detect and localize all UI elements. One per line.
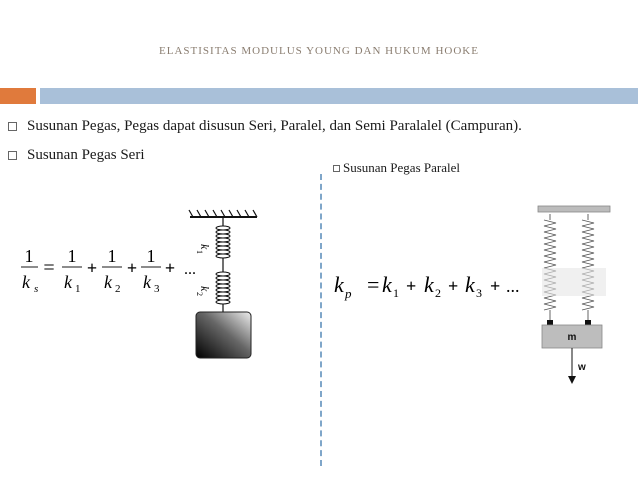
k1-symbol: k <box>382 272 393 297</box>
ceiling-plate <box>537 205 611 213</box>
k2-subscript: 2 <box>435 286 441 300</box>
lhs-subscript: s <box>34 283 38 295</box>
term2-denominator: k <box>104 272 113 292</box>
right-spring-coil <box>581 214 595 320</box>
spring-2-subscript: 2 <box>195 292 204 296</box>
term3-denominator: k <box>143 272 152 292</box>
plus-sign: + <box>127 258 137 278</box>
weight-label: w <box>577 362 586 373</box>
mass-label: m <box>568 332 577 343</box>
equals-sign: = <box>43 257 54 279</box>
k2-symbol: k <box>424 272 435 297</box>
series-formula: 1 k s = 1 k 1 + 1 k 2 + 1 k 3 + ... <box>21 246 196 295</box>
term1-numerator: 1 <box>68 246 77 266</box>
k3-subscript: 3 <box>476 286 482 300</box>
slide-title: ELASTISITAS MODULUS YOUNG DAN HUKUM HOOK… <box>159 45 479 57</box>
spring-1-coil <box>215 225 231 259</box>
term3-numerator: 1 <box>147 246 156 266</box>
equals-sign: = <box>367 272 379 297</box>
parallel-formula: k p = k 1 + k 2 + k 3 + ... <box>334 272 520 301</box>
k3-symbol: k <box>465 272 476 297</box>
parallel-spring-figure: m w <box>537 205 611 384</box>
lhs-numerator: 1 <box>25 246 34 266</box>
mass-block <box>195 311 252 359</box>
term2-subscript: 2 <box>115 283 121 295</box>
term1-denominator: k <box>64 272 73 292</box>
header-accent-bar <box>0 88 36 104</box>
spring-2-coil <box>215 271 231 305</box>
kp-subscript: p <box>344 286 352 301</box>
plus-sign: + <box>406 276 416 296</box>
ellipsis: ... <box>184 261 196 278</box>
plus-sign: + <box>490 276 500 296</box>
term3-subscript: 3 <box>154 283 160 295</box>
spring-2-label: k <box>198 286 212 292</box>
bullet-square-icon <box>8 151 17 160</box>
spring-1-label: k <box>198 244 212 250</box>
bullet-square-icon <box>333 164 340 172</box>
left-spring-coil <box>543 214 557 320</box>
spring-1-subscript: 1 <box>195 250 204 254</box>
term2-numerator: 1 <box>108 246 117 266</box>
section-divider <box>320 174 322 466</box>
ellipsis: ... <box>506 276 520 296</box>
term1-subscript: 1 <box>75 283 81 295</box>
bullet-square-icon <box>8 122 17 131</box>
parallel-heading: Susunan Pegas Paralel <box>333 160 460 176</box>
k1-subscript: 1 <box>393 286 399 300</box>
bullet-item-2: Susunan Pegas Seri <box>8 147 145 164</box>
plus-sign: + <box>448 276 458 296</box>
bullet-item-1: Susunan Pegas, Pegas dapat disusun Seri,… <box>8 118 522 135</box>
bullet-text: Susunan Pegas, Pegas dapat disusun Seri,… <box>27 118 522 134</box>
lhs-denominator: k <box>22 272 31 292</box>
kp-symbol: k <box>334 272 345 297</box>
plus-sign: + <box>165 258 175 278</box>
header-bar <box>40 88 638 104</box>
spring-shadow <box>542 268 606 296</box>
series-spring-figure: k 1 k 2 <box>188 209 258 359</box>
bullet-text: Susunan Pegas Seri <box>27 147 145 163</box>
parallel-heading-text: Susunan Pegas Paralel <box>343 160 460 175</box>
plus-sign: + <box>87 258 97 278</box>
